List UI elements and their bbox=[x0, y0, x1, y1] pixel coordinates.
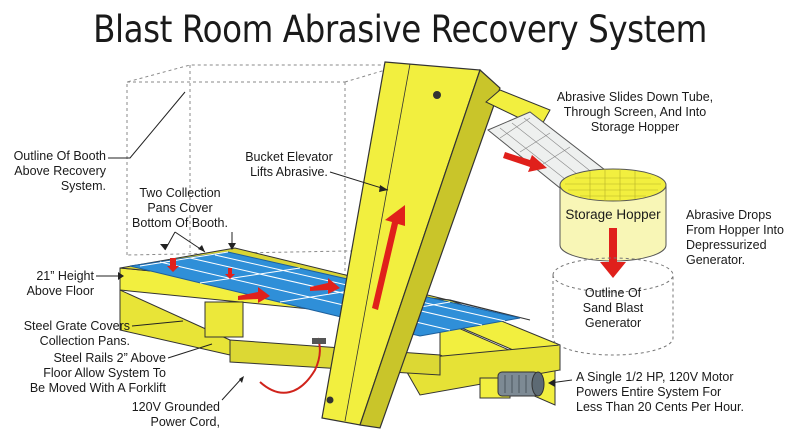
leader-arrowheads bbox=[118, 185, 555, 387]
motor bbox=[479, 371, 545, 399]
power-cord bbox=[259, 337, 321, 394]
collection-pans-label: Two Collection Pans Cover Bottom Of Boot… bbox=[120, 186, 240, 231]
cord-plug bbox=[312, 338, 326, 344]
steel-rails-label: Steel Rails 2” Above Floor Allow System … bbox=[4, 351, 166, 396]
steel-rails-label-line: Be Moved With A Forklift bbox=[29, 381, 166, 395]
steel-grate-label: Steel Grate Covers Collection Pans. bbox=[4, 319, 130, 349]
abrasive-slides-label-line: Storage Hopper bbox=[590, 120, 680, 134]
storage-hopper-label: Storage Hopper bbox=[565, 207, 661, 222]
sandblast-generator-label-line: Generator bbox=[584, 316, 642, 330]
bolt-icon bbox=[326, 396, 334, 404]
steel-grate-label-line: Steel Grate Covers bbox=[23, 319, 130, 333]
page-title: Blast Room Abrasive Recovery System bbox=[93, 8, 707, 51]
grate-flow-arrows bbox=[167, 258, 340, 303]
bucket-elevator-label-line: Lifts Abrasive. bbox=[250, 165, 328, 179]
height-label: 21” Height Above Floor bbox=[4, 269, 94, 299]
collection-pans-label-line: Two Collection bbox=[139, 186, 221, 200]
bucket-elevator-label: Bucket Elevator Lifts Abrasive. bbox=[237, 150, 341, 180]
collection-pans-label-line: Pans Cover bbox=[147, 201, 213, 215]
power-cord-label-line: Power Cord, bbox=[150, 415, 220, 429]
steel-grate-label-line: Collection Pans. bbox=[39, 334, 130, 348]
height-label-line: 21” Height bbox=[36, 269, 94, 283]
abrasive-slides-label-line: Abrasive Slides Down Tube, bbox=[556, 90, 714, 104]
motor-label: A Single 1/2 HP, 120V Motor Powers Entir… bbox=[576, 370, 796, 415]
power-cord-label: 120V Grounded Power Cord, bbox=[100, 400, 220, 430]
elevator-up-arrow bbox=[372, 205, 405, 310]
booth-outline-label-line: Above Recovery bbox=[14, 164, 106, 178]
abrasive-drops-label-line: From Hopper Into bbox=[686, 223, 784, 237]
height-label-line: Above Floor bbox=[26, 284, 94, 298]
abrasive-drops-label-line: Abrasive Drops bbox=[686, 208, 772, 222]
sandblast-generator-outline bbox=[552, 257, 674, 356]
abrasive-slides-label-line: Through Screen, And Into bbox=[563, 105, 707, 119]
motor-label-line: Less Than 20 Cents Per Hour. bbox=[576, 400, 744, 414]
bucket-elevator-label-line: Bucket Elevator bbox=[245, 150, 333, 164]
steel-rails-label-line: Steel Rails 2” Above bbox=[53, 351, 166, 365]
booth-outline-label-line: System. bbox=[60, 179, 106, 193]
abrasive-slides-label: Abrasive Slides Down Tube, Through Scree… bbox=[547, 90, 723, 135]
motor-label-line: A Single 1/2 HP, 120V Motor bbox=[576, 370, 734, 384]
booth-outline-label-line: Outline Of Booth bbox=[13, 149, 106, 163]
abrasive-drops-label-line: Generator. bbox=[686, 253, 746, 267]
storage-hopper bbox=[559, 168, 667, 278]
abrasive-drops-label-line: Depressurized bbox=[686, 238, 767, 252]
motor-label-line: Powers Entire System For bbox=[576, 385, 722, 399]
sandblast-generator-label-line: Outline Of bbox=[584, 286, 642, 300]
sandblast-generator-label: Outline Of Sand Blast Generator bbox=[563, 286, 663, 331]
power-cord-label-line: 120V Grounded bbox=[131, 400, 220, 414]
bolt-icon bbox=[433, 91, 441, 99]
leader-lines bbox=[96, 91, 573, 401]
steel-rails-label-line: Floor Allow System To bbox=[43, 366, 166, 380]
booth-outline-label: Outline Of Booth Above Recovery System. bbox=[4, 149, 106, 194]
collection-pans-label-line: Bottom Of Booth. bbox=[132, 216, 228, 230]
sandblast-generator-label-line: Sand Blast bbox=[582, 301, 644, 315]
abrasive-drops-label: Abrasive Drops From Hopper Into Depressu… bbox=[686, 208, 798, 268]
